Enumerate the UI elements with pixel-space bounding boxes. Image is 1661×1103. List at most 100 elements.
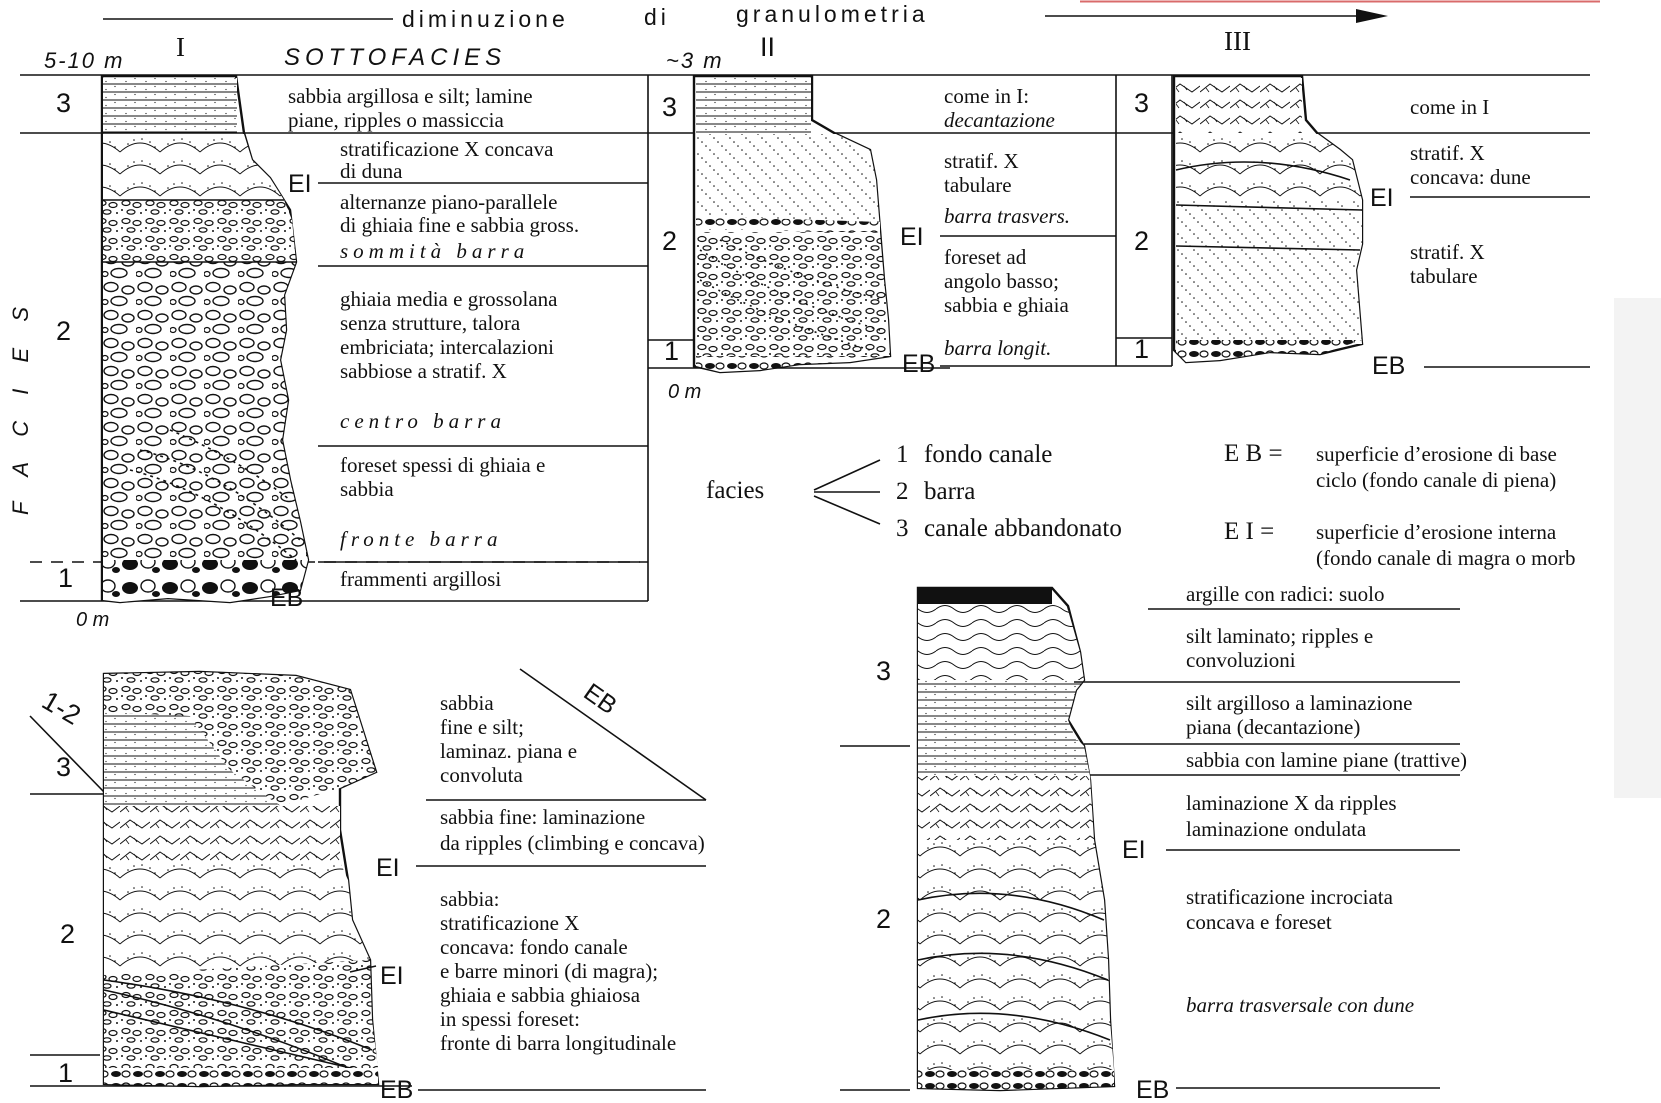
- legend-item-1-label: fondo canale: [924, 441, 1052, 468]
- column-i-desc-dune-line1: stratificazione X concava: [340, 137, 554, 161]
- column-i-desc-3-line2: piane, ripples o massiccia: [288, 108, 504, 132]
- scan-edge-strip: [1614, 298, 1661, 798]
- column-iv-facies-1: 1: [58, 1058, 73, 1088]
- column-ii-base: [696, 356, 890, 372]
- column-i-desc-centre-line1: ghiaia media e grossolana: [340, 287, 558, 311]
- column-v-desc-convolute-line2: convoluzioni: [1186, 648, 1296, 672]
- column-i-dune: [103, 134, 284, 200]
- column-ii-facies-2: 2: [662, 226, 677, 256]
- legend-eb-abbr: E B =: [1224, 440, 1283, 467]
- column-ii-thickness: ~3 m: [666, 48, 724, 73]
- column-iv-cross: [104, 862, 370, 975]
- column-iii-facies-3: 3: [1134, 88, 1149, 118]
- column-i-facies-2: 2: [56, 316, 71, 346]
- legend-eb-line1: superficie d’erosione di base: [1316, 442, 1557, 466]
- column-iii-facies-1: 1: [1134, 334, 1149, 364]
- column-i-gravel: [103, 262, 296, 440]
- column-v-eb-label: EB: [1136, 1076, 1169, 1103]
- header-title-right: granulometria: [736, 1, 929, 27]
- column-v-desc-sandlam: sabbia con lamine piane (trattive): [1186, 748, 1467, 772]
- column-iv-desc-ripples-line2: da ripples (climbing e concava): [440, 831, 705, 855]
- column-i-ei-label: EI: [288, 170, 312, 198]
- column-v-desc-siltlam-line2: piana (decantazione): [1186, 715, 1360, 739]
- column-i-roman: I: [176, 32, 185, 62]
- column-iv-ripples: [104, 806, 340, 862]
- column-i-desc-clasts: frammenti argillosi: [340, 567, 501, 591]
- column-iv-desc-sand-line5: ghiaia e sabbia ghiaiosa: [440, 983, 641, 1007]
- column-ii-layer3: [696, 78, 811, 133]
- column-v-sand-lam: [918, 740, 1090, 776]
- column-ii-facies-3: 3: [662, 92, 677, 122]
- column-v-ei-label: EI: [1122, 836, 1146, 864]
- column-iii-ei-label: EI: [1370, 184, 1394, 212]
- column-iv-desc-top-line2: fine e silt;: [440, 715, 524, 739]
- column-v-desc-convolute-line1: silt laminato; ripples e: [1186, 624, 1373, 648]
- column-iv-desc-top-line3: laminaz. piana e: [440, 739, 577, 763]
- facies-vertical-label: F A C I E S: [8, 297, 33, 515]
- column-i-desc-centre-line4: sabbiose a stratif. X: [340, 359, 507, 383]
- legend-item-2-label: barra: [924, 478, 975, 505]
- column-iii-desc-dune-line2: concava: dune: [1410, 165, 1531, 189]
- header-title-left: diminuzione: [402, 6, 569, 32]
- column-ii-desc-longit-line1: foreset ad: [944, 245, 1027, 269]
- header-title-mid: di: [644, 4, 670, 30]
- column-ii-desc-trasv-line2: tabulare: [944, 173, 1012, 197]
- column-iv-facies-1-2: 1-2: [37, 685, 86, 730]
- column-ii-base-label: 0 m: [668, 381, 701, 403]
- column-i-facies-1: 1: [58, 563, 73, 593]
- column-v-desc-soil: argille con radici: suolo: [1186, 582, 1384, 606]
- column-iv-desc-sand-line7: fronte di barra longitudinale: [440, 1031, 676, 1055]
- column-v-desc-siltlam-line1: silt argilloso a laminazione: [1186, 691, 1412, 715]
- column-ii-desc-longit-line3: sabbia e ghiaia: [944, 293, 1069, 317]
- column-iv-foreset: [104, 960, 378, 1068]
- column-iv-eb-diag-label: EB: [579, 678, 622, 720]
- legend-item-2-num: 2: [896, 478, 909, 505]
- column-iii-tabular: [1176, 200, 1362, 344]
- column-i-desc-centre-line2: senza strutture, talora: [340, 311, 521, 335]
- column-i-base-label: 0 m: [76, 609, 109, 631]
- column-v-desc-ripple-line2: laminazione ondulata: [1186, 817, 1367, 841]
- column-i-desc-centre-italic: centro barra: [340, 409, 506, 433]
- column-ii-desc-3-line1: come in I:: [944, 84, 1029, 108]
- column-iii-dunes: [1176, 134, 1362, 200]
- column-iii-desc-dune-line1: stratif. X: [1410, 141, 1485, 165]
- column-iv-base: [104, 1068, 378, 1086]
- column-ii-desc-longit-italic: barra longit.: [944, 336, 1051, 360]
- column-iv-facies-2: 2: [60, 919, 75, 949]
- column-iii-desc-tab-line2: tabulare: [1410, 264, 1478, 288]
- column-iii-roman: III: [1224, 26, 1251, 56]
- column-i-desc-dune-line2: di duna: [340, 159, 403, 183]
- column-v-convolute: [918, 604, 1084, 680]
- column-i-desc-top-line2: di ghiaia fine e sabbia gross.: [340, 213, 579, 237]
- column-v-base: [918, 1070, 1114, 1090]
- legend-item-3-num: 3: [896, 515, 909, 542]
- column-iv-desc-sand-line4: e barre minori (di magra);: [440, 959, 658, 983]
- column-iv-desc-ripples-line1: sabbia fine: laminazione: [440, 805, 645, 829]
- column-iv: 1-2 3 2 1 EB EI EI EB sabbia fine e silt…: [30, 669, 706, 1103]
- column-v-ripple-lam: [918, 776, 1094, 840]
- column-v-desc-italic: barra trasversale con dune: [1186, 993, 1414, 1017]
- column-iii-eb-label: EB: [1372, 352, 1405, 380]
- column-ii-facies-1: 1: [664, 336, 679, 366]
- column-ii-ei-label: EI: [900, 223, 924, 251]
- column-i-layer3: [103, 78, 237, 133]
- sottofacies-label: SOTTOFACIES: [284, 44, 506, 71]
- legend: facies 1 fondo canale 2 barra 3 canale a…: [706, 440, 1650, 574]
- column-v-facies-3: 3: [876, 656, 891, 686]
- column-i-desc-3-line1: sabbia argillosa e silt; lamine: [288, 84, 533, 108]
- column-iv-desc-sand-line2: stratificazione X: [440, 911, 579, 935]
- column-i-desc-front-line2: sabbia: [340, 477, 394, 501]
- column-i-desc-front-italic: fronte barra: [340, 527, 502, 551]
- column-iv-ei-label-2: EI: [380, 962, 404, 990]
- column-ii-cross: [696, 134, 880, 230]
- legend-facies-word: facies: [706, 477, 764, 504]
- column-ii-desc-trasv-italic: barra trasvers.: [944, 204, 1070, 228]
- column-iv-desc-sand-line3: concava: fondo canale: [440, 935, 628, 959]
- column-v-desc-cross-line2: concava e foreset: [1186, 910, 1332, 934]
- column-iv-desc-sand-line1: sabbia:: [440, 887, 499, 911]
- column-ii-desc-longit-line2: angolo basso;: [944, 269, 1059, 293]
- column-v-facies-2: 2: [876, 904, 891, 934]
- column-i-facies-3: 3: [56, 88, 71, 118]
- column-v: 3 2 EI EB argille con radici: suolo silt…: [840, 582, 1467, 1103]
